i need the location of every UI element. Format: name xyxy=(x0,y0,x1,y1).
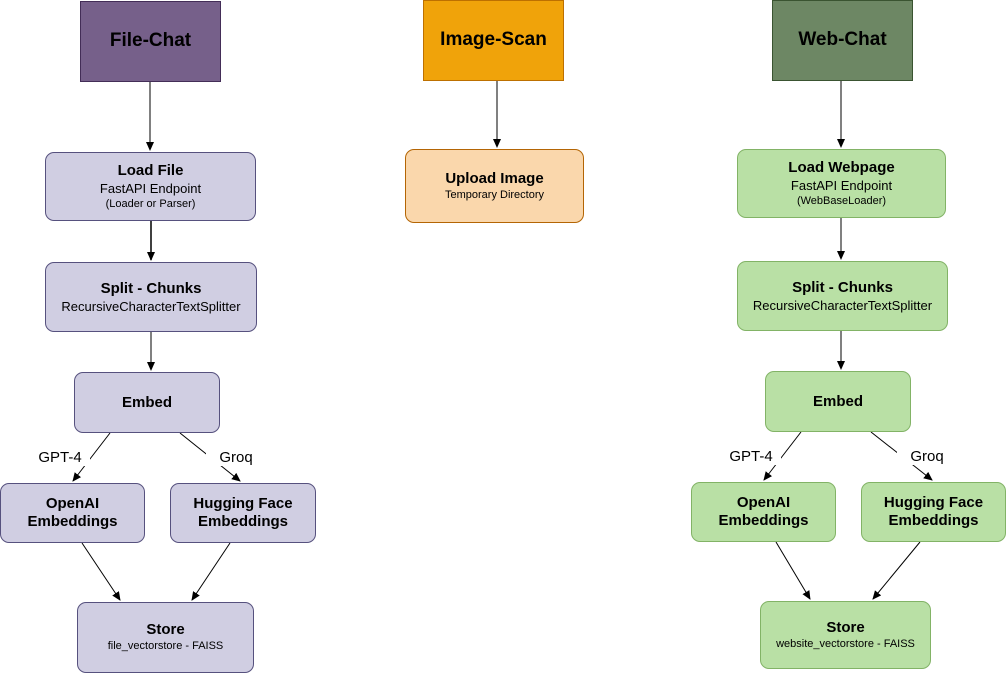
web-chat-header-label: Web-Chat xyxy=(798,29,887,51)
file-openai-line2: Embeddings xyxy=(27,513,118,530)
file-store-node: Store file_vectorstore - FAISS xyxy=(77,602,254,673)
web-store-title: Store xyxy=(826,618,865,636)
image-scan-header-label: Image-Scan xyxy=(440,29,547,51)
file-load-note: (Loader or Parser) xyxy=(105,197,196,210)
image-scan-header: Image-Scan xyxy=(423,0,564,81)
arrow-web-embed-to-openai xyxy=(763,431,802,481)
web-openai-embeddings-node: OpenAI Embeddings xyxy=(691,482,836,542)
web-hf-embeddings-node: Hugging Face Embeddings xyxy=(861,482,1006,542)
web-split-subtitle: RecursiveCharacterTextSplitter xyxy=(752,297,933,313)
file-hf-line1: Hugging Face xyxy=(193,495,293,512)
file-store-subtitle: file_vectorstore - FAISS xyxy=(107,640,224,653)
file-load-title: Load File xyxy=(117,162,184,180)
file-chat-header: File-Chat xyxy=(80,1,221,82)
web-split-title: Split - Chunks xyxy=(792,278,893,296)
file-openai-embeddings-node: OpenAI Embeddings xyxy=(0,483,145,543)
web-load-title: Load Webpage xyxy=(788,159,895,177)
image-upload-subtitle: Temporary Directory xyxy=(444,188,545,201)
file-store-title: Store xyxy=(146,621,185,639)
web-store-node: Store website_vectorstore - FAISS xyxy=(760,601,931,669)
file-hf-line2: Embeddings xyxy=(197,513,288,530)
web-openai-line2: Embeddings xyxy=(718,512,809,529)
web-split-node: Split - Chunks RecursiveCharacterTextSpl… xyxy=(737,261,948,331)
file-split-title: Split - Chunks xyxy=(100,279,202,297)
web-hf-line1: Hugging Face xyxy=(883,494,984,511)
web-groq-edge-label: Groq xyxy=(897,448,957,465)
file-split-subtitle: RecursiveCharacterTextSplitter xyxy=(61,298,241,314)
file-load-node: Load File FastAPI Endpoint (Loader or Pa… xyxy=(45,152,256,221)
web-load-subtitle: FastAPI Endpoint xyxy=(790,178,893,194)
image-upload-node: Upload Image Temporary Directory xyxy=(405,149,584,223)
file-load-subtitle: FastAPI Endpoint xyxy=(99,181,202,197)
file-embed-title: Embed xyxy=(121,393,172,411)
web-gpt4-edge-label: GPT-4 xyxy=(721,448,781,465)
file-hf-embeddings-node: Hugging Face Embeddings xyxy=(170,483,316,543)
web-chat-header: Web-Chat xyxy=(772,0,913,81)
web-load-node: Load Webpage FastAPI Endpoint (WebBaseLo… xyxy=(737,149,946,218)
web-store-subtitle: website_vectorstore - FAISS xyxy=(776,637,915,650)
arrow-web-openai-to-store xyxy=(775,541,811,600)
web-embed-node: Embed xyxy=(765,371,911,432)
file-gpt4-edge-label: GPT-4 xyxy=(30,449,90,466)
arrow-web-hf-to-store xyxy=(872,541,921,600)
arrow-file-hf-to-store xyxy=(191,542,231,601)
image-upload-title: Upload Image xyxy=(445,169,544,187)
file-split-node: Split - Chunks RecursiveCharacterTextSpl… xyxy=(45,262,257,332)
web-openai-line1: OpenAI xyxy=(736,494,791,511)
arrow-file-embed-to-openai xyxy=(72,432,111,482)
web-load-note: (WebBaseLoader) xyxy=(796,194,887,207)
file-chat-header-label: File-Chat xyxy=(109,30,192,52)
arrow-file-openai-to-store xyxy=(81,542,121,601)
file-embed-node: Embed xyxy=(74,372,220,433)
file-groq-edge-label: Groq xyxy=(206,449,266,466)
file-openai-line1: OpenAI xyxy=(45,495,100,512)
web-embed-title: Embed xyxy=(812,392,863,410)
web-hf-line2: Embeddings xyxy=(888,512,979,529)
